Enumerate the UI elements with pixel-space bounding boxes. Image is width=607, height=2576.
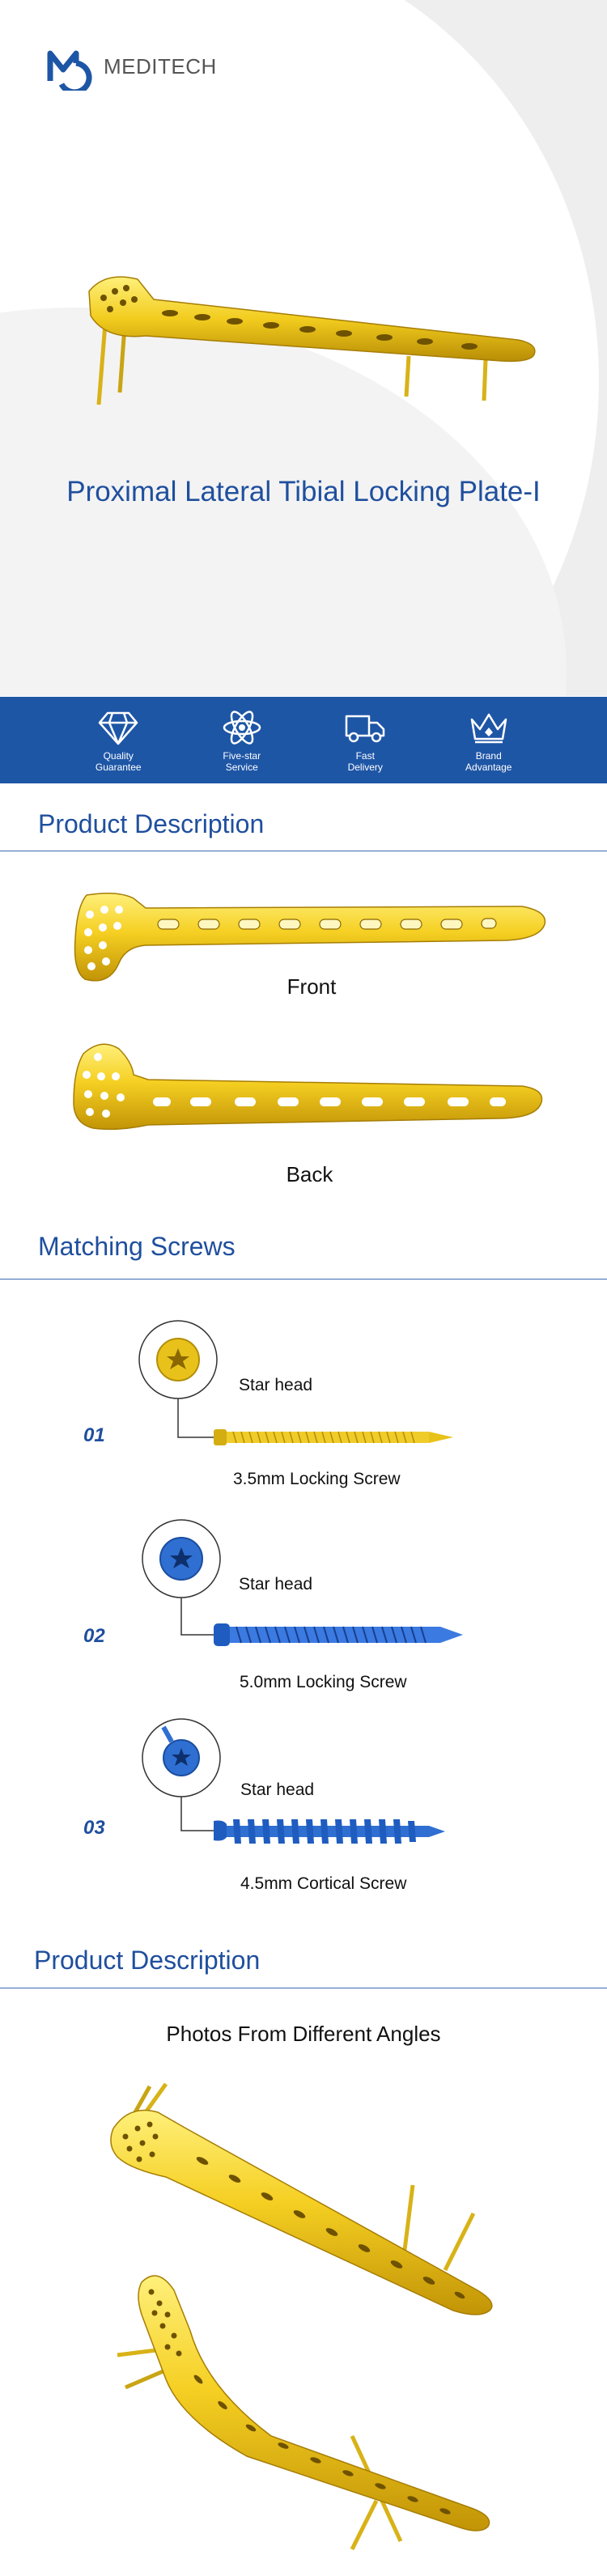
screw-number: 02 [83, 1625, 105, 1647]
crown-icon [470, 713, 507, 744]
screw-number: 03 [83, 1817, 105, 1839]
feature-delivery: Fast Delivery [329, 697, 401, 783]
meditech-logo-icon [47, 50, 92, 91]
brand-name: MEDITECH [104, 53, 217, 79]
feature-label: Fast Delivery [347, 750, 383, 773]
plate-angle-view-1-image [110, 2082, 493, 2315]
section-title-screws: Matching Screws [38, 1232, 236, 1261]
screw-head-label: Star head [239, 1575, 313, 1594]
screw-3-5mm-image [138, 1320, 453, 1445]
screw-5-0mm-image [142, 1519, 463, 1646]
plate-back-image [73, 1043, 543, 1131]
angles-subtitle: Photos From Different Angles [166, 2022, 441, 2046]
feature-label: Five-star Service [223, 750, 261, 773]
feature-brand: Brand Advantage [452, 697, 525, 783]
plate-angle-view-2-image [117, 2275, 490, 2551]
feature-service: Five-star Service [206, 697, 278, 783]
truck-icon [346, 715, 385, 743]
hero-section: MEDITECH Proximal Lateral Tibial Locking… [0, 0, 607, 696]
feature-label: Quality Guarantee [95, 750, 142, 773]
screw-head-label: Star head [239, 1376, 313, 1394]
front-caption: Front [287, 974, 337, 999]
screw-name: 5.0mm Locking Screw [240, 1673, 407, 1691]
hero-plate-image [88, 276, 536, 405]
section-title-description: Product Description [38, 809, 265, 838]
feature-quality: Quality Guarantee [82, 697, 155, 783]
screw-name: 3.5mm Locking Screw [233, 1470, 401, 1488]
feature-label: Brand Advantage [465, 750, 512, 773]
screw-head-label: Star head [240, 1780, 315, 1799]
section-divider [0, 1279, 607, 1280]
back-caption: Back [286, 1162, 333, 1186]
brand-logo: MEDITECH [45, 42, 217, 91]
screw-name: 4.5mm Cortical Screw [240, 1874, 407, 1893]
plate-front-image [74, 893, 546, 982]
product-title: Proximal Lateral Tibial Locking Plate-I [66, 476, 541, 507]
diamond-icon [99, 711, 138, 745]
section-title-angles: Product Description [34, 1946, 261, 1975]
screw-number: 01 [83, 1424, 105, 1446]
atom-icon [223, 711, 261, 745]
features-strip: Quality Guarantee Five-star Service Fast… [0, 697, 607, 783]
screw-4-5mm-cortical-image [142, 1718, 445, 1844]
